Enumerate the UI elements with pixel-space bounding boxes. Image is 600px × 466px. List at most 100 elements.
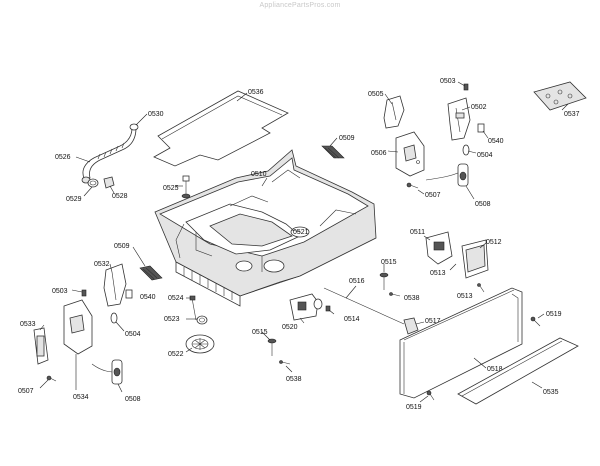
label-0536[interactable]: 0536 [248, 89, 264, 96]
part-0518-front-panel[interactable] [399, 287, 523, 399]
label-0528[interactable]: 0528 [112, 193, 128, 200]
label-0524[interactable]: 0524 [168, 295, 184, 302]
part-0522-drain-pump[interactable] [185, 334, 215, 354]
label-0504a[interactable]: 0504 [477, 152, 493, 159]
part-0503-clip-top[interactable] [463, 83, 469, 91]
part-0520-inlet-valve[interactable] [289, 293, 323, 321]
label-0529[interactable]: 0529 [66, 196, 82, 203]
label-0518[interactable]: 0518 [487, 366, 503, 373]
part-0507-screw-top[interactable] [406, 182, 419, 189]
label-0523[interactable]: 0523 [164, 316, 180, 323]
part-0537-panel[interactable] [533, 81, 587, 111]
part-0513-screw[interactable] [477, 283, 485, 293]
part-0504-spring-top[interactable] [462, 144, 470, 156]
label-0512[interactable]: 0512 [486, 239, 502, 246]
label-0532[interactable]: 0532 [94, 261, 110, 268]
label-0505[interactable]: 0505 [368, 91, 384, 98]
part-0528-bracket[interactable] [103, 176, 115, 189]
leader-0507a [417, 189, 425, 195]
label-0513b[interactable]: 0513 [457, 293, 473, 300]
label-0522[interactable]: 0522 [168, 351, 184, 358]
part-0516-rod[interactable] [323, 287, 405, 325]
leader-0515b [261, 331, 271, 341]
leader-0521 [291, 229, 301, 233]
label-0533[interactable]: 0533 [20, 321, 36, 328]
part-0538-screw-lower[interactable] [279, 360, 291, 365]
part-0519-screw-bottom[interactable] [426, 390, 435, 401]
part-0529-clamp[interactable] [87, 178, 99, 188]
label-0521[interactable]: 0521 [293, 229, 309, 236]
label-0520[interactable]: 0520 [282, 324, 298, 331]
label-0509a[interactable]: 0509 [339, 135, 355, 142]
leader-0510 [261, 177, 268, 187]
label-0506[interactable]: 0506 [371, 150, 387, 157]
part-0504-spring-bottom[interactable] [110, 312, 118, 324]
part-0540-clip-bottom[interactable] [125, 289, 133, 299]
label-0509b[interactable]: 0509 [114, 243, 130, 250]
part-0536-cover-plate[interactable] [153, 90, 289, 167]
part-0523-seal[interactable] [196, 315, 208, 325]
part-0532-bracket[interactable] [103, 263, 127, 307]
part-0535-strip[interactable] [457, 337, 579, 405]
label-0515a[interactable]: 0515 [381, 259, 397, 266]
label-0514[interactable]: 0514 [344, 316, 360, 323]
label-0508b[interactable]: 0508 [125, 396, 141, 403]
part-0506-mount-plate[interactable] [395, 131, 425, 177]
part-0503-clip-bottom[interactable] [81, 289, 87, 297]
part-0538-screw-upper[interactable] [389, 292, 401, 297]
part-0525-screw[interactable] [181, 175, 191, 199]
part-0508-sensor-bottom[interactable] [91, 359, 123, 385]
part-0526-hose[interactable] [81, 123, 139, 184]
label-0537[interactable]: 0537 [564, 111, 580, 118]
part-0533-plug[interactable] [33, 327, 49, 365]
part-0508-sensor-top[interactable] [425, 163, 469, 187]
leader-0509a [329, 137, 338, 147]
label-0503a[interactable]: 0503 [440, 78, 456, 85]
leader-0516 [345, 285, 357, 299]
label-0530[interactable]: 0530 [148, 111, 164, 118]
part-0509-upper[interactable] [321, 145, 345, 159]
part-0509-lower[interactable] [139, 265, 163, 281]
part-0519-screw-right[interactable] [530, 316, 541, 327]
label-0525[interactable]: 0525 [163, 185, 179, 192]
label-0538b[interactable]: 0538 [286, 376, 302, 383]
label-0535[interactable]: 0535 [543, 389, 559, 396]
label-0519b[interactable]: 0519 [406, 404, 422, 411]
label-0511[interactable]: 0511 [410, 229, 425, 236]
part-0514-clip[interactable] [325, 305, 331, 312]
part-0517-end-cap[interactable] [403, 317, 419, 335]
label-0508a[interactable]: 0508 [475, 201, 491, 208]
label-0540b[interactable]: 0540 [140, 294, 156, 301]
label-0515b[interactable]: 0515 [252, 329, 268, 336]
leader-0519b [419, 395, 429, 403]
part-0502-latch-bracket[interactable] [447, 97, 471, 141]
label-0507b[interactable]: 0507 [18, 388, 34, 395]
label-0517[interactable]: 0517 [425, 318, 441, 325]
label-0502[interactable]: 0502 [471, 104, 487, 111]
part-0510-base-tub[interactable] [154, 149, 377, 307]
part-0512-cover[interactable] [461, 239, 489, 279]
part-0540-clip-top[interactable] [477, 123, 485, 133]
label-0534[interactable]: 0534 [73, 394, 89, 401]
label-0540a[interactable]: 0540 [488, 138, 504, 145]
leader-0503b [71, 289, 83, 293]
label-0526[interactable]: 0526 [55, 154, 71, 161]
label-0516[interactable]: 0516 [349, 278, 365, 285]
leader-0517 [415, 321, 425, 325]
label-0519a[interactable]: 0519 [546, 311, 562, 318]
label-0504b[interactable]: 0504 [125, 331, 141, 338]
part-0507-screw-bottom[interactable] [46, 375, 57, 382]
label-0510[interactable]: 0510 [251, 171, 267, 178]
leader-0529 [83, 186, 93, 197]
leader-0502 [461, 106, 471, 111]
part-0534-mount-plate[interactable] [63, 299, 93, 355]
part-0524-valve[interactable] [189, 295, 197, 321]
part-0515-screw-lower[interactable] [267, 338, 277, 356]
part-0505-bracket[interactable] [383, 95, 405, 129]
label-0503b[interactable]: 0503 [52, 288, 68, 295]
label-0507a[interactable]: 0507 [425, 192, 441, 199]
label-0513a[interactable]: 0513 [430, 270, 446, 277]
part-0511-latch[interactable] [425, 231, 453, 265]
part-0515-screw-upper[interactable] [379, 272, 389, 290]
label-0538a[interactable]: 0538 [404, 295, 420, 302]
